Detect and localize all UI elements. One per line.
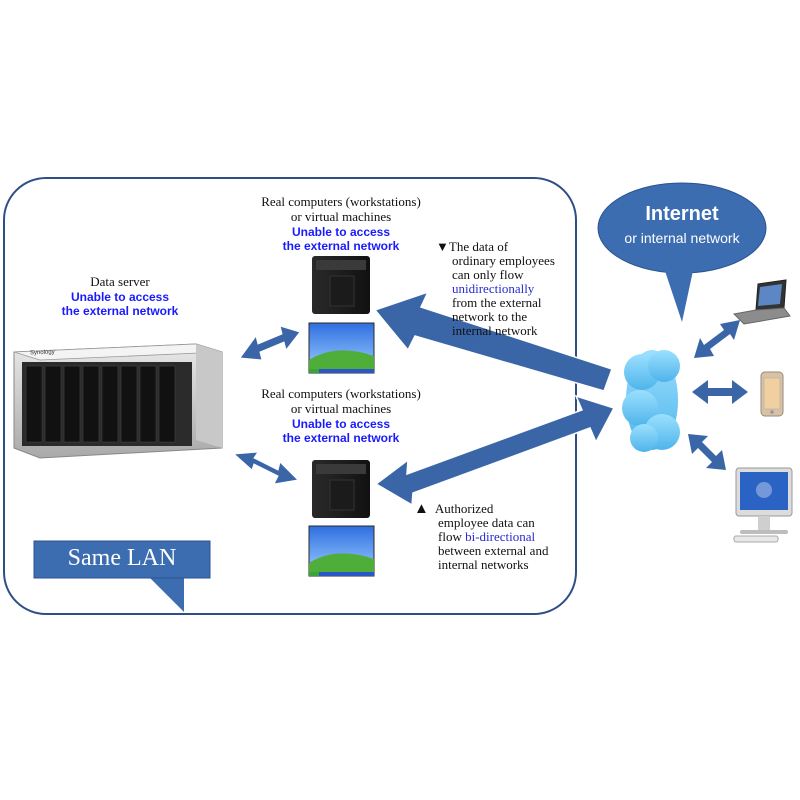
smartphone-icon <box>760 371 784 417</box>
internet-title: Internet <box>645 203 719 225</box>
arrow-server-workstation-top <box>239 325 301 361</box>
workstation-tower-bottom <box>312 460 370 518</box>
data-server-status-line2: the external network <box>61 304 179 318</box>
note-uni-line6: network to the <box>452 309 528 324</box>
internet-subtitle: or internal network <box>624 230 740 246</box>
workstations-top-title-line1: Real computers (workstations) <box>261 194 421 209</box>
vm-desktop-bottom <box>308 525 375 577</box>
same-lan-label: Same LAN <box>67 545 177 571</box>
note-bi-line4: between external and <box>438 543 549 558</box>
arrow-server-workstation-bottom <box>232 451 300 485</box>
data-server-title: Data server <box>90 274 150 289</box>
desktop-computer-icon <box>733 467 793 543</box>
arrow-cloud-desktop <box>688 434 726 470</box>
workstations-bottom-title-line1: Real computers (workstations) <box>261 386 421 401</box>
internet-callout <box>597 182 767 322</box>
workstations-top-status-line1: Unable to access <box>291 225 391 239</box>
note-bidirectional: ▲ Authorized employee data can flow bi-di… <box>414 502 574 572</box>
note-bi-line1: Authorized <box>434 501 494 516</box>
workstations-bottom-status-line2: the external network <box>282 431 400 445</box>
data-server-status-line1: Unable to access <box>70 290 170 304</box>
nas-brand-label: Synology <box>29 349 55 357</box>
note-uni-line5: from the external <box>452 295 542 310</box>
cloud-icon <box>622 350 680 452</box>
same-lan-callout <box>33 540 211 612</box>
note-bi-highlight: bi-directional <box>465 529 536 544</box>
note-uni-line1: The data of <box>448 239 509 254</box>
vm-desktop-top <box>308 322 375 374</box>
note-unidirectional: ▼The data of ordinary employees can only… <box>436 240 576 338</box>
arrow-cloud-phone <box>692 380 748 404</box>
note-uni-line2: ordinary employees <box>452 253 555 268</box>
down-triangle-icon: ▼ <box>436 239 449 254</box>
nas-server-image <box>13 343 223 459</box>
workstations-top-status-line2: the external network <box>282 239 400 253</box>
note-bi-line2: employee data can <box>438 515 535 530</box>
workstations-bottom-title-line2: or virtual machines <box>290 401 392 416</box>
note-uni-line3: can only flow <box>452 267 524 282</box>
workstation-tower-top <box>312 256 370 314</box>
arrow-bidirectional <box>374 394 616 507</box>
workstations-bottom-status-line1: Unable to access <box>291 417 391 431</box>
arrow-unidirectional <box>373 290 613 392</box>
up-triangle-icon: ▲ <box>414 501 429 517</box>
note-uni-highlight: unidirectionally <box>452 281 535 296</box>
note-bi-line5: internal networks <box>438 557 529 572</box>
note-bi-line3-prefix: flow <box>438 529 466 544</box>
laptop-icon <box>732 279 791 325</box>
note-uni-line7: internal network <box>452 323 538 338</box>
arrow-cloud-laptop <box>694 320 740 358</box>
workstations-top-title-line2: or virtual machines <box>290 209 392 224</box>
